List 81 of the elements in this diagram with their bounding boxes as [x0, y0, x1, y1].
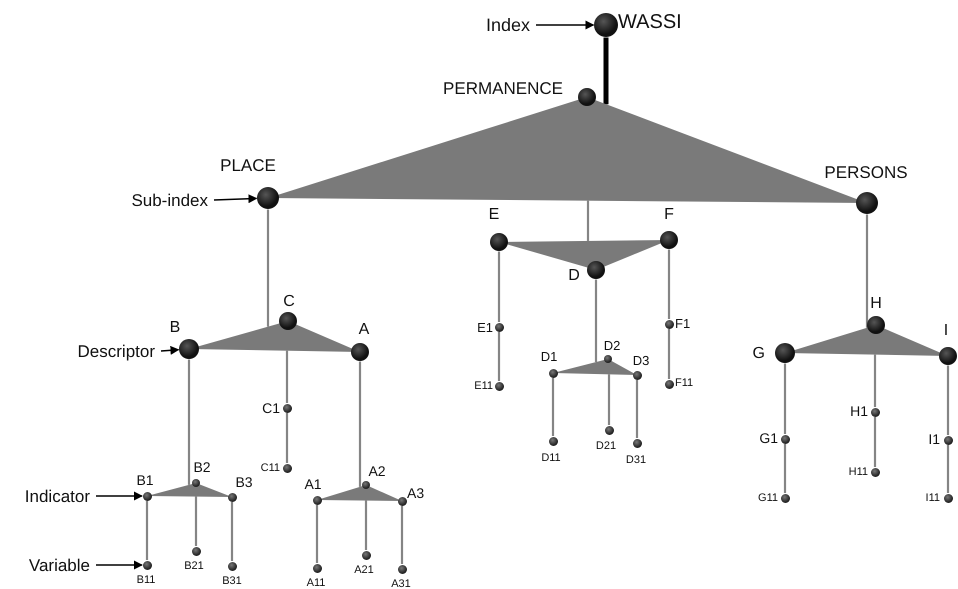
connector-line	[668, 250, 670, 319]
connector-line	[604, 38, 608, 104]
node-label: D	[568, 268, 580, 284]
node-label: F1	[675, 316, 690, 330]
node-label: B2	[193, 460, 211, 474]
node-label: A31	[391, 578, 411, 589]
node-label: F	[664, 207, 674, 223]
node-label: B	[170, 320, 180, 336]
connector-line	[594, 280, 598, 362]
connector-line	[946, 366, 950, 435]
level-label: Variable	[28, 556, 90, 574]
node-label: C1	[262, 401, 280, 415]
connector-line	[230, 502, 234, 561]
node-label: D3	[632, 354, 650, 366]
node-label: PERSONS	[824, 164, 908, 180]
connector-line	[188, 360, 190, 485]
connector-line	[364, 500, 368, 550]
connector-line	[586, 200, 590, 241]
node-label: PLACE	[220, 156, 276, 174]
connector-line	[668, 329, 670, 379]
node-label: C11	[260, 462, 280, 474]
node-label: I1	[928, 432, 940, 446]
connector-line	[286, 350, 288, 403]
node-label: A3	[407, 486, 424, 500]
node-label: D21	[596, 440, 616, 452]
connector-line	[498, 332, 500, 381]
level-label: Indicator	[24, 488, 90, 504]
node-label: B3	[235, 475, 253, 489]
node-label: WASSI	[618, 12, 682, 32]
node-label: H	[870, 296, 882, 312]
connector-line	[874, 417, 876, 467]
node-label: D2	[604, 338, 620, 352]
node-label: E1	[477, 320, 493, 334]
connector-line	[874, 354, 876, 407]
node-label: E11	[474, 380, 493, 392]
connector-line	[194, 496, 198, 546]
connector-line	[552, 378, 554, 436]
connector-line	[946, 445, 950, 493]
connector-line	[636, 380, 638, 438]
node-label: A11	[306, 578, 326, 588]
node-label: G	[752, 346, 765, 362]
node-label: I11	[926, 492, 940, 504]
node-label: I	[944, 323, 948, 339]
node-label: E	[488, 207, 500, 223]
node-label: A	[358, 322, 370, 338]
arrow	[536, 20, 594, 30]
node-label: A1	[304, 477, 322, 491]
node-label: A2	[368, 464, 386, 478]
level-label: Index	[486, 16, 530, 34]
node-label: B1	[136, 473, 154, 487]
connector-line	[146, 501, 148, 560]
node-label: B21	[184, 560, 204, 572]
node-label: B31	[222, 576, 242, 586]
node-label: G1	[759, 431, 778, 445]
connector-line	[358, 362, 362, 487]
arrow	[214, 194, 258, 204]
connector-line	[784, 364, 786, 434]
node-label: H1	[850, 404, 868, 418]
connector-line	[608, 374, 610, 425]
node-label: A21	[354, 564, 374, 576]
node-label: PERMANENCE	[443, 80, 563, 96]
level-label: Descriptor	[78, 342, 155, 360]
node-label: B11	[136, 574, 156, 586]
node-label: F11	[675, 378, 694, 388]
arrow	[96, 560, 143, 570]
connector-line	[400, 506, 404, 564]
node-label: G11	[758, 492, 778, 504]
connector-line	[866, 214, 868, 328]
arrow	[160, 346, 180, 355]
node-label: C	[283, 294, 295, 310]
node-label: H11	[848, 466, 868, 478]
connector-line	[498, 252, 500, 322]
node-label: D11	[541, 452, 561, 464]
connector-line	[286, 413, 288, 463]
arrow	[96, 492, 143, 500]
connector-line	[266, 210, 270, 327]
node-label: D31	[626, 454, 646, 466]
node-label: D1	[540, 350, 558, 362]
connector-line	[316, 505, 318, 563]
connector-line	[784, 444, 786, 493]
level-label: Sub-index	[131, 192, 208, 208]
